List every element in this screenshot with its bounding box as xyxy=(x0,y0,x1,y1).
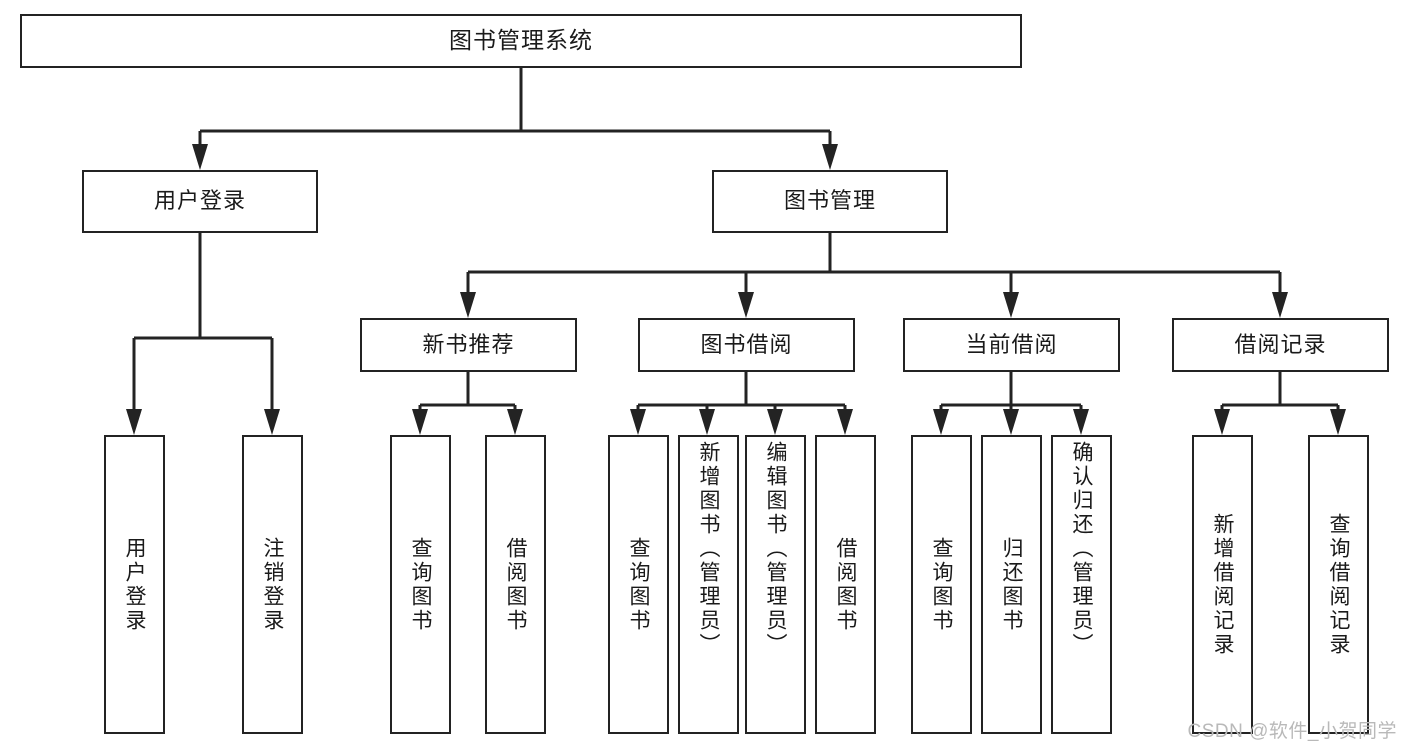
arrowhead-borrow-leaf-2 xyxy=(699,409,715,435)
leaf-current-query-book[interactable]: 查询图书 xyxy=(911,435,972,734)
node-label: 当前借阅 xyxy=(965,331,1058,357)
node-label: 确认归还（管理员） xyxy=(1070,441,1093,657)
node-user-login[interactable]: 用户登录 xyxy=(82,170,318,233)
node-label: 新增借阅记录 xyxy=(1211,512,1234,657)
node-label: 新书推荐 xyxy=(422,331,515,357)
node-label: 归还图书 xyxy=(1000,536,1023,633)
node-label: 查询图书 xyxy=(409,536,432,633)
leaf-new-book-query[interactable]: 查询图书 xyxy=(390,435,451,734)
leaf-user-login-logout[interactable]: 注销登录 xyxy=(242,435,303,734)
arrowhead-borrow-leaf-3 xyxy=(767,409,783,435)
node-label: 图书借阅 xyxy=(700,331,793,357)
arrowhead-book-manage xyxy=(822,144,838,170)
leaf-record-query-record[interactable]: 查询借阅记录 xyxy=(1308,435,1369,734)
node-label: 查询图书 xyxy=(627,536,650,633)
node-label: 借阅图书 xyxy=(504,536,527,633)
arrowhead-nbr-leaf-1 xyxy=(412,409,428,435)
arrowhead-record-leaf-1 xyxy=(1214,409,1230,435)
node-label: 用户登录 xyxy=(153,188,246,214)
arrowhead-nbr-leaf-2 xyxy=(507,409,523,435)
node-book-borrow[interactable]: 图书借阅 xyxy=(638,318,855,372)
leaf-borrow-add-book-admin[interactable]: 新增图书（管理员） xyxy=(678,435,739,734)
node-label: 图书管理 xyxy=(783,188,876,214)
csdn-watermark: CSDN @软件_小贺同学 xyxy=(1187,721,1397,742)
node-label: 查询借阅记录 xyxy=(1327,512,1350,657)
leaf-current-confirm-return-admin[interactable]: 确认归还（管理员） xyxy=(1051,435,1112,734)
node-book-management[interactable]: 图书管理 xyxy=(712,170,948,233)
arrowhead-current-leaf-3 xyxy=(1073,409,1089,435)
node-label: 新增图书（管理员） xyxy=(697,441,720,657)
arrowhead-record-leaf-2 xyxy=(1330,409,1346,435)
node-label: 借阅图书 xyxy=(834,536,857,633)
leaf-borrow-edit-book-admin[interactable]: 编辑图书（管理员） xyxy=(745,435,806,734)
arrowhead-user-leaf-2 xyxy=(264,409,280,435)
arrowhead-l3-2 xyxy=(738,292,754,318)
leaf-new-book-borrow[interactable]: 借阅图书 xyxy=(485,435,546,734)
leaf-user-login-login[interactable]: 用户登录 xyxy=(104,435,165,734)
arrowhead-borrow-leaf-4 xyxy=(837,409,853,435)
node-label: 图书管理系统 xyxy=(449,27,593,54)
node-current-borrow[interactable]: 当前借阅 xyxy=(903,318,1120,372)
node-label: 借阅记录 xyxy=(1234,331,1327,357)
node-label: 注销登录 xyxy=(261,536,284,633)
node-label: 查询图书 xyxy=(930,536,953,633)
leaf-record-add-record[interactable]: 新增借阅记录 xyxy=(1192,435,1253,734)
arrowhead-l3-3 xyxy=(1003,292,1019,318)
arrowhead-l3-1 xyxy=(460,292,476,318)
arrowhead-user-login xyxy=(192,144,208,170)
arrowhead-current-leaf-2 xyxy=(1003,409,1019,435)
arrowhead-user-leaf-1 xyxy=(126,409,142,435)
leaf-borrow-query-book[interactable]: 查询图书 xyxy=(608,435,669,734)
node-borrow-record[interactable]: 借阅记录 xyxy=(1172,318,1389,372)
leaf-current-return-book[interactable]: 归还图书 xyxy=(981,435,1042,734)
arrowhead-borrow-leaf-1 xyxy=(630,409,646,435)
leaf-borrow-borrow-book[interactable]: 借阅图书 xyxy=(815,435,876,734)
arrowhead-current-leaf-1 xyxy=(933,409,949,435)
node-new-book-recommend[interactable]: 新书推荐 xyxy=(360,318,577,372)
node-label: 编辑图书（管理员） xyxy=(764,441,787,657)
arrowhead-l3-4 xyxy=(1272,292,1288,318)
node-label: 用户登录 xyxy=(123,536,146,633)
node-root-book-management-system[interactable]: 图书管理系统 xyxy=(20,14,1022,68)
